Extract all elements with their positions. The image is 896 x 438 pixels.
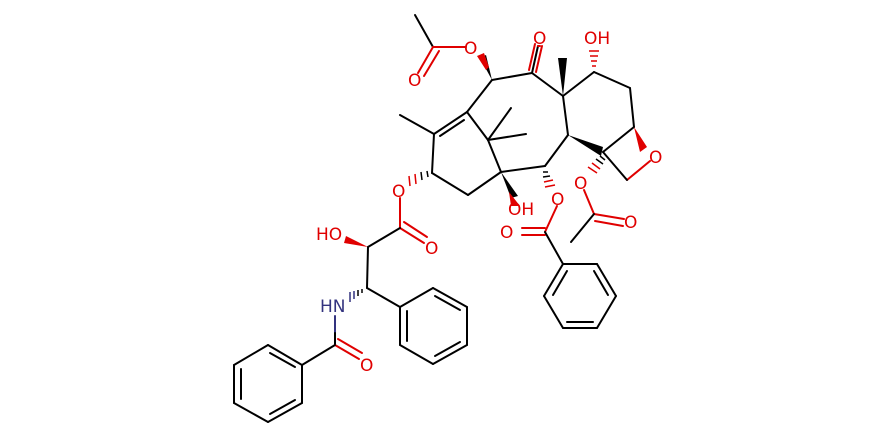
acetyl10-ester-oxygen-label: O [464, 39, 477, 59]
core-ring-b [466, 43, 569, 173]
c4-acetate-group [570, 155, 625, 243]
oxetane-oxygen-label: O [649, 148, 662, 168]
n-benzoyl-group [233, 315, 363, 423]
sidechain-carbonyl-oxygen-label: O [425, 239, 438, 259]
sidechain-backbone [344, 236, 468, 365]
core-ring-c [562, 50, 635, 156]
c7-hydroxyl-label: OH [584, 29, 610, 49]
amide-carbonyl-oxygen-label: O [360, 356, 373, 376]
acetyl4-carbonyl-oxygen-label: O [624, 213, 637, 233]
acetyl10-carbonyl-oxygen-label: O [408, 71, 421, 91]
oxetane-ring [602, 127, 651, 181]
sidechain-ester-oxygen-label: O [392, 182, 405, 202]
amide-nh-label: HN [320, 297, 346, 317]
c1-hydroxyl-label: OH [508, 200, 534, 220]
sidechain-hydroxyl-label: HO [316, 225, 342, 245]
benzoate-carbonyl-oxygen-label: O [500, 223, 513, 243]
ketone9-oxygen-label: O [533, 29, 546, 49]
c13-sidechain-ester [367, 170, 429, 248]
core-ring-a [399, 107, 527, 206]
c10-acetate-group [414, 14, 492, 80]
c2-benzoate-group [521, 171, 617, 329]
acetyl4-ester-oxygen-label: O [574, 174, 587, 194]
benzoate-ester-oxygen-label: O [551, 190, 564, 210]
